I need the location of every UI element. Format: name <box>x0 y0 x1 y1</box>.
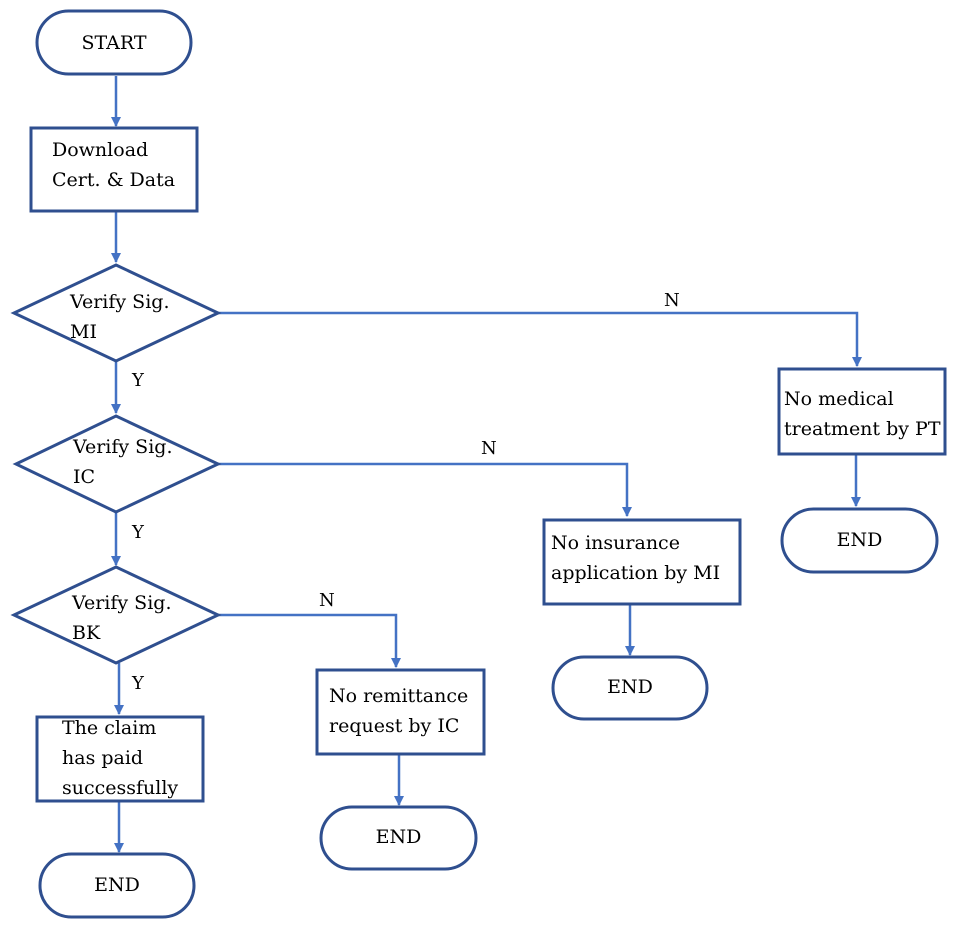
no-remittance-box <box>315 668 486 756</box>
edge-label-mi-no: N <box>664 290 680 311</box>
edge-label-mi-yes: Y <box>132 370 144 391</box>
claim-paid-box <box>35 715 205 803</box>
end-claim-terminator <box>38 852 196 919</box>
download-box <box>29 126 199 213</box>
edge-label-bk-yes: Y <box>132 673 144 694</box>
no-medical-box <box>777 367 947 456</box>
verify-bk-decision <box>10 565 222 665</box>
end-medical-terminator <box>780 507 939 574</box>
end-remittance-label: END <box>375 826 422 848</box>
download-label: Download Cert. & Data <box>52 139 176 191</box>
verify-ic-label: Verify Sig. IC <box>73 436 173 488</box>
end-insurance-terminator <box>551 655 709 721</box>
no-remittance-label: No remittance request by IC <box>329 685 469 737</box>
start-terminator <box>35 9 193 76</box>
verify-mi-decision <box>10 263 222 363</box>
no-insurance-label: No insurance application by MI <box>551 532 721 584</box>
verify-mi-label: Verify Sig. MI <box>70 291 170 343</box>
edge-bk-no <box>218 613 401 668</box>
edge-label-ic-yes: Y <box>132 522 144 543</box>
claim-paid-label: The claim has paid successfully <box>62 717 179 799</box>
end-medical-label: END <box>836 529 883 551</box>
connectors <box>111 76 862 853</box>
edge-label-ic-no: N <box>481 438 497 459</box>
end-claim-label: END <box>94 874 140 896</box>
edge-mi-no <box>218 311 862 367</box>
end-insurance-label: END <box>607 676 653 698</box>
verify-bk-label: Verify Sig. BK <box>72 592 172 644</box>
no-insurance-box <box>542 518 742 606</box>
no-medical-label: No medical treatment by PT <box>784 388 941 440</box>
shapes <box>10 9 947 919</box>
edge-ic-no <box>218 462 632 517</box>
start-label: START <box>81 32 147 54</box>
end-remittance-terminator <box>319 805 478 871</box>
edge-label-bk-no: N <box>319 590 335 611</box>
verify-ic-decision <box>12 414 222 514</box>
